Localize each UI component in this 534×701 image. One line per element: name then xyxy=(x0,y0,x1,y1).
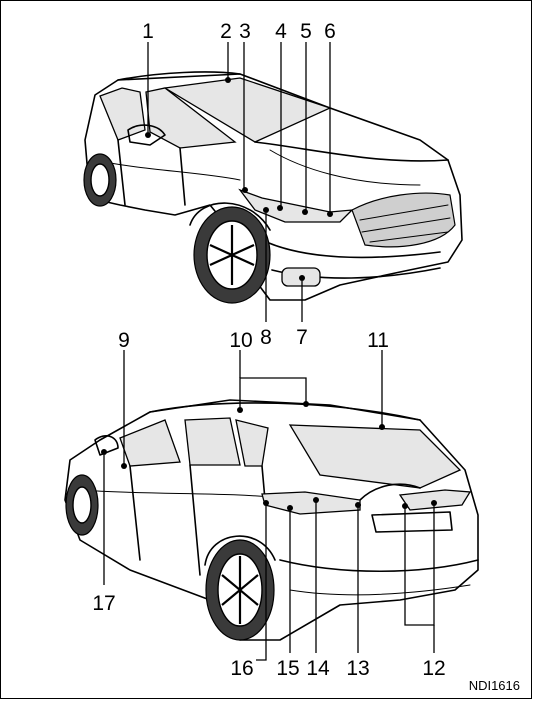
rear-view-car xyxy=(64,399,479,641)
callout-7: 7 xyxy=(296,326,308,349)
roof-antenna-dot xyxy=(225,77,231,83)
mirror-turn-signal-dot xyxy=(145,132,151,138)
callout-1: 1 xyxy=(142,20,154,43)
left-tail-lamp xyxy=(261,491,361,515)
figure-code: NDI1616 xyxy=(469,678,520,693)
rear-leader-lines xyxy=(103,350,435,661)
right-tail-lamp xyxy=(398,489,472,511)
front-view-car xyxy=(83,71,463,304)
license-plate-area xyxy=(371,511,453,533)
rear-door-mirror xyxy=(94,435,119,456)
roof-dot-right xyxy=(303,401,309,407)
rear-car-body xyxy=(64,399,479,641)
front-side-window xyxy=(99,87,146,141)
callout-11: 11 xyxy=(367,329,389,352)
callout-15: 15 xyxy=(276,657,299,680)
front-leader-lines xyxy=(147,42,331,322)
callout-12: 12 xyxy=(422,657,445,680)
callout-14: 14 xyxy=(306,657,330,680)
callout-5: 5 xyxy=(300,20,312,43)
callout-17: 17 xyxy=(92,592,115,615)
front-grille xyxy=(351,192,456,248)
front-door-mirror xyxy=(127,124,166,146)
callout-16: 16 xyxy=(230,657,253,680)
rear-side-window xyxy=(119,419,181,467)
callout-6: 6 xyxy=(324,20,336,43)
front-headlight xyxy=(238,188,354,223)
callout-13: 13 xyxy=(346,657,369,680)
roof-dot-left xyxy=(237,407,243,413)
side-turn-signal-dot xyxy=(242,187,248,193)
high-mount-stop-lamp-dot xyxy=(379,424,385,430)
callout-labels: 1 2 3 4 5 6 7 8 9 10 11 12 13 14 15 16 1… xyxy=(92,20,520,693)
callout-8: 8 xyxy=(260,326,272,349)
callout-9: 9 xyxy=(118,329,130,352)
rear-window xyxy=(288,424,462,489)
callout-3: 3 xyxy=(239,20,251,43)
callout-4: 4 xyxy=(275,20,287,43)
front-car-body xyxy=(84,73,463,301)
callout-2: 2 xyxy=(220,20,232,43)
callout-10: 10 xyxy=(229,329,252,352)
